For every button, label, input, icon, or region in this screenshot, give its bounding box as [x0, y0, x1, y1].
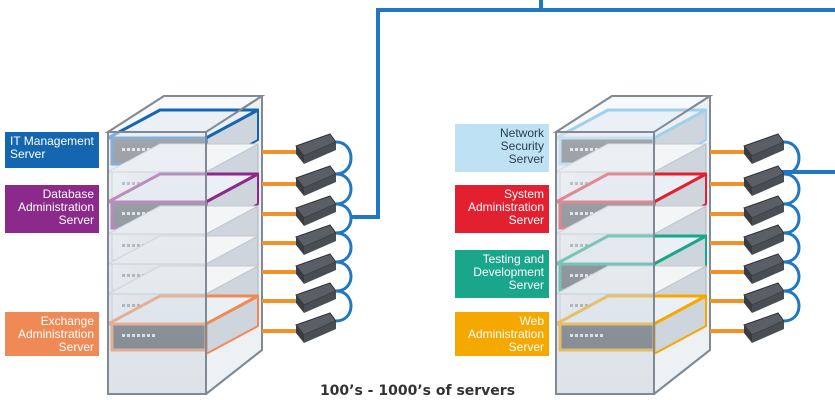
label-line: Server	[508, 152, 544, 166]
label-line: Development	[473, 265, 544, 279]
blue-patch-cable	[783, 260, 801, 293]
connector-body-side	[752, 142, 784, 164]
connector-body-front	[744, 146, 752, 164]
connector-body-side	[304, 233, 336, 255]
label-line: Security	[500, 139, 544, 153]
network-connector	[295, 282, 337, 313]
label-line: Server	[58, 213, 94, 227]
blue-patch-cable	[335, 202, 353, 235]
connector-body-front	[296, 266, 304, 284]
label-line: Administration	[17, 200, 94, 214]
blue-patch-cable	[335, 172, 353, 206]
label-network-security-server: Network Security Server	[455, 124, 549, 172]
label-web-administration-server: Web Administration Server	[455, 312, 549, 356]
connector-body-side	[752, 204, 784, 226]
network-connector	[295, 253, 337, 284]
server-rack-left	[104, 95, 266, 395]
connector-body-front	[744, 208, 752, 226]
rack-left-front-glass	[107, 131, 207, 395]
label-line: Server	[10, 147, 46, 161]
network-connector	[295, 165, 337, 196]
blue-patch-cable	[783, 231, 801, 264]
connector-body-front	[744, 325, 752, 343]
label-line: IT Management	[10, 134, 94, 148]
connector-body-side	[304, 204, 336, 226]
label-line: Server	[508, 278, 544, 292]
rack-right-front-glass	[555, 131, 655, 395]
blue-patch-cable	[783, 172, 801, 206]
network-connector	[295, 312, 337, 343]
connector-body-side	[752, 174, 784, 196]
diagram-caption: 100’s - 1000’s of servers	[319, 383, 516, 399]
connector-body-front	[744, 295, 752, 313]
network-connector	[743, 312, 785, 343]
connector-body-front	[296, 208, 304, 226]
connector-body-side	[304, 291, 336, 313]
connector-body-side	[752, 262, 784, 284]
label-line: Administration	[467, 327, 544, 341]
blue-patch-cable	[335, 231, 353, 264]
connector-body-side	[304, 142, 336, 164]
cables-right	[710, 133, 801, 343]
connector-body-front	[296, 325, 304, 343]
connector-body-front	[744, 266, 752, 284]
label-line: Web	[519, 314, 544, 328]
label-it-management-server: IT Management Server	[5, 132, 99, 168]
connector-body-front	[296, 146, 304, 164]
label-testing-development-server: Testing and Development Server	[455, 250, 549, 298]
network-line-backbone	[350, 8, 835, 219]
label-line: Database	[42, 187, 94, 201]
connector-body-side	[752, 233, 784, 255]
cables-left	[262, 133, 353, 343]
label-exchange-administration-server: Exchange Administration Server	[5, 312, 99, 356]
connector-body-front	[296, 295, 304, 313]
blue-patch-cable	[335, 140, 353, 176]
label-line: Administration	[467, 200, 544, 214]
network-connector	[743, 224, 785, 255]
connector-body-side	[752, 321, 784, 343]
blue-patch-cable	[335, 260, 353, 293]
label-line: Server	[508, 213, 544, 227]
blue-patch-cable	[783, 289, 801, 323]
connector-body-front	[744, 178, 752, 196]
network-connector	[743, 253, 785, 284]
network-connector	[743, 133, 785, 164]
network-lines	[350, 0, 835, 219]
label-database-administration-server: Database Administration Server	[5, 185, 99, 233]
blue-patch-cable	[783, 140, 801, 176]
connector-body-side	[304, 174, 336, 196]
label-line: Server	[58, 340, 94, 354]
network-connector	[743, 165, 785, 196]
network-connector	[743, 195, 785, 226]
label-system-administration-server: System Administration Server	[455, 185, 549, 233]
network-connector	[295, 224, 337, 255]
connector-body-side	[304, 321, 336, 343]
connector-body-front	[296, 237, 304, 255]
connector-body-side	[752, 291, 784, 313]
label-line: Exchange	[40, 314, 94, 328]
connector-body-front	[744, 237, 752, 255]
label-line: Server	[508, 340, 544, 354]
network-connector	[295, 195, 337, 226]
label-line: System	[503, 187, 544, 201]
connector-body-side	[304, 262, 336, 284]
label-line: Testing and	[482, 252, 544, 266]
label-line: Administration	[17, 327, 94, 341]
label-line: Network	[499, 126, 544, 140]
server-rack-right	[552, 95, 714, 395]
network-connector	[743, 282, 785, 313]
blue-patch-cable	[335, 289, 353, 323]
blue-patch-cable	[783, 202, 801, 235]
connector-body-front	[296, 178, 304, 196]
network-connector	[295, 133, 337, 164]
